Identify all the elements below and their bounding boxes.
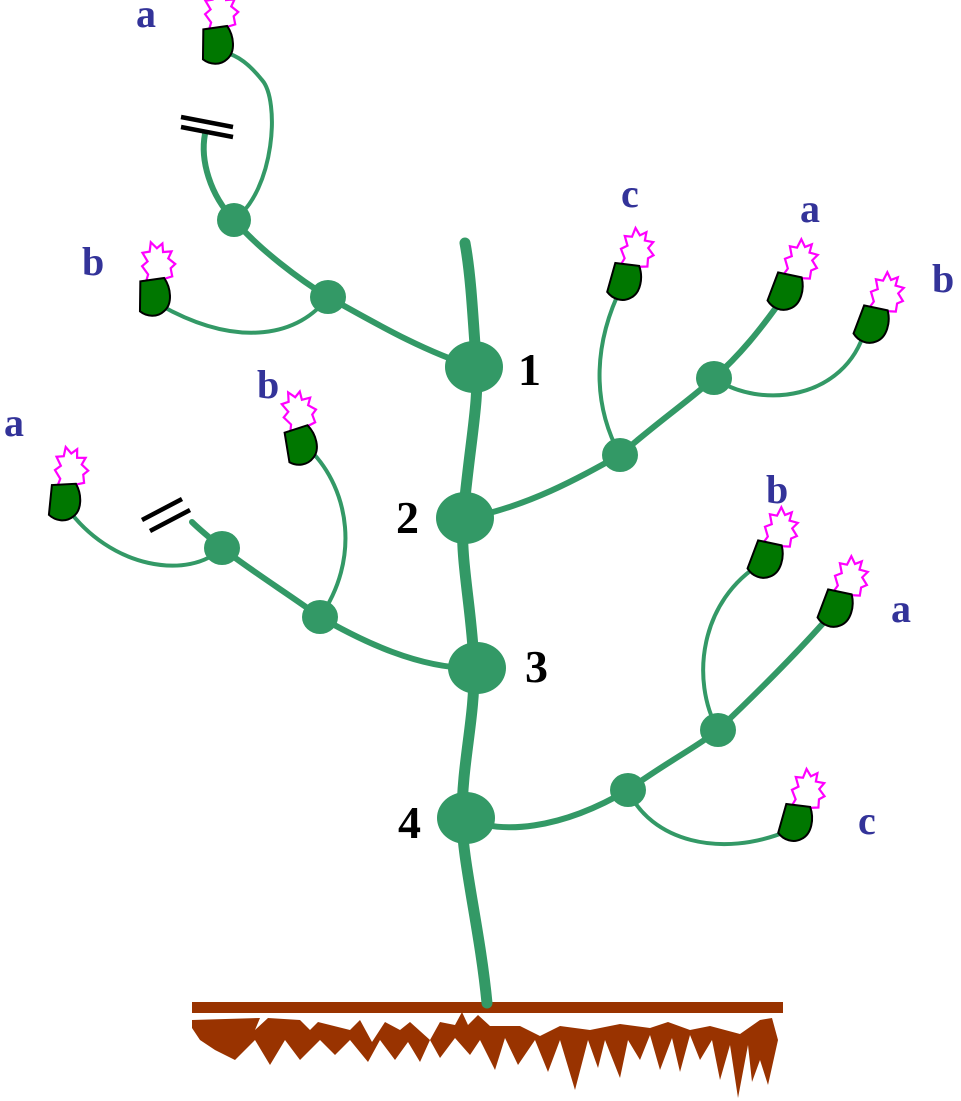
- main-node-1: [445, 341, 503, 393]
- axil-node: [310, 280, 346, 314]
- cut-mark-icon: [180, 114, 234, 140]
- axil-node: [602, 438, 638, 472]
- soil-icon: [192, 1002, 783, 1098]
- main-node-2: [436, 492, 494, 544]
- flower-icon: [847, 269, 910, 346]
- flower-icon: [114, 234, 195, 323]
- flower-label: c: [858, 798, 876, 843]
- pedicel-n4-c: [626, 788, 792, 847]
- axil-node: [700, 713, 736, 747]
- branch-node1: [231, 217, 477, 370]
- flower-label: a: [4, 400, 24, 445]
- flower-label: b: [932, 256, 954, 301]
- flower-icon: [761, 236, 824, 313]
- flower-label: b: [766, 467, 788, 512]
- axil-node: [696, 361, 732, 395]
- soil-body: [192, 1012, 778, 1098]
- flower-label: a: [136, 0, 156, 36]
- flower-icon: [811, 553, 874, 630]
- pedicel-n3-a: [63, 503, 224, 568]
- flower-icon: [741, 504, 804, 581]
- node-label-4: 4: [398, 797, 421, 848]
- flower-icon: [767, 765, 835, 845]
- node-label-1: 1: [518, 344, 541, 395]
- flower-label: a: [800, 186, 820, 231]
- branch-node4: [463, 609, 836, 831]
- flower-icon: [27, 440, 105, 527]
- flower-label: b: [82, 239, 104, 284]
- flower-label: c: [621, 171, 639, 216]
- axil-node: [204, 531, 240, 565]
- axil-node: [610, 773, 646, 807]
- pedicel-n2-c: [597, 284, 624, 457]
- flower-label: a: [891, 586, 911, 631]
- pedicel-n1-a: [221, 50, 274, 222]
- pedicel-n4-b: [701, 561, 764, 732]
- node-label-3: 3: [525, 641, 548, 692]
- cut-mark-icon: [140, 497, 192, 533]
- flower-icon: [596, 224, 664, 304]
- flower-icon: [177, 0, 258, 71]
- pedicel-n1-b: [158, 295, 330, 335]
- main-node-3: [448, 642, 506, 694]
- axil-node: [217, 203, 251, 237]
- pedicel-n3-b: [308, 448, 348, 619]
- node-label-2: 2: [396, 492, 419, 543]
- flower-label: b: [257, 362, 279, 407]
- main-node-4: [437, 792, 495, 844]
- axil-node: [302, 600, 338, 634]
- branch-node2: [466, 299, 783, 521]
- pedicel-n2-b: [712, 328, 867, 398]
